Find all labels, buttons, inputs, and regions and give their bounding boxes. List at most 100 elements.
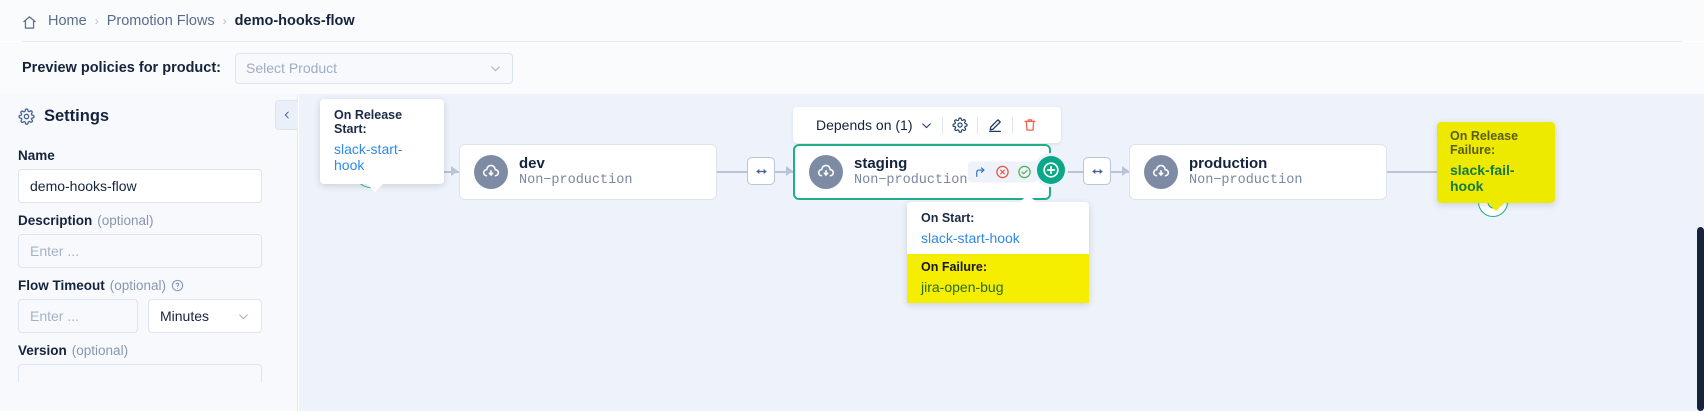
field-description-optional: (optional): [97, 213, 154, 228]
env-node-staging-text: staging Non−production: [854, 155, 967, 188]
chevron-down-icon: [921, 122, 931, 128]
breadcrumb-separator: ›: [94, 13, 99, 28]
settings-title: Settings: [44, 106, 110, 125]
node-toolbar-staging[interactable]: Depends on (1): [793, 107, 1061, 143]
edge-staging-production: [1051, 171, 1083, 173]
name-input[interactable]: demo-hooks-flow: [18, 169, 262, 203]
flow-canvas[interactable]: On Release Start: slack-start-hook dev N…: [299, 94, 1704, 411]
product-select[interactable]: Select Product: [235, 52, 514, 84]
description-input[interactable]: Enter ...: [18, 234, 262, 268]
flow-timeout-unit-value: Minutes: [160, 308, 210, 324]
toolbar-divider: [976, 116, 978, 134]
staging-inline-actions: [968, 161, 1037, 183]
field-version-label: Version (optional): [18, 343, 279, 358]
tooltip-staging-failure-row: On Failure: jira-open-bug: [907, 254, 1089, 303]
field-flow-timeout: Flow Timeout (optional) Enter ... Minute…: [18, 278, 279, 333]
cloud-download-icon: [809, 155, 843, 189]
breadcrumb-divider: [22, 41, 1682, 42]
depends-on-button[interactable]: Depends on (1): [807, 107, 942, 143]
field-flow-timeout-label: Flow Timeout (optional): [18, 278, 279, 293]
env-node-name: dev: [519, 155, 545, 173]
canvas-vertical-scrollbar[interactable]: [1697, 227, 1704, 411]
gear-icon: [18, 107, 35, 125]
field-version-optional: (optional): [71, 343, 129, 358]
chevron-down-icon: [489, 62, 502, 75]
edge-staging-production-2: [1111, 171, 1129, 173]
depends-on-label: Depends on (1): [816, 117, 913, 133]
chevron-left-icon: [284, 111, 289, 119]
field-name: Name demo-hooks-flow: [18, 148, 279, 203]
edge-arrow: [451, 166, 458, 176]
env-node-name: staging: [854, 155, 908, 173]
arrow-turn-right-icon[interactable]: [973, 165, 988, 180]
node-settings-button[interactable]: [943, 107, 977, 143]
version-input[interactable]: [18, 364, 262, 382]
add-node-button[interactable]: [1037, 156, 1065, 184]
settings-header: Settings: [18, 94, 279, 138]
field-description: Description (optional) Enter ...: [18, 213, 279, 268]
env-node-dev[interactable]: dev Non−production: [459, 144, 717, 200]
help-circle-icon[interactable]: [171, 279, 184, 292]
link-icon: [756, 168, 766, 174]
field-version: Version (optional): [18, 343, 279, 382]
preview-policies-row: Preview policies for product: Select Pro…: [0, 42, 1704, 94]
tooltip-release-failure-label: On Release Failure:: [1450, 129, 1519, 157]
tooltip-staging-failure-label: On Failure:: [921, 260, 987, 274]
node-edit-button[interactable]: [978, 107, 1012, 143]
tooltip-arrow: [1487, 202, 1505, 211]
cloud-download-icon: [474, 155, 508, 189]
tooltip-staging-start-label: On Start:: [921, 211, 975, 225]
breadcrumb-current: demo-hooks-flow: [234, 12, 355, 29]
env-node-type: Non−production: [854, 172, 968, 188]
flow-timeout-unit-select[interactable]: Minutes: [148, 299, 262, 333]
link-icon: [1092, 168, 1102, 174]
env-node-dev-text: dev Non−production: [519, 155, 632, 188]
field-flow-timeout-optional: (optional): [109, 278, 167, 293]
chevron-down-icon: [237, 310, 250, 323]
connector-staging-production[interactable]: [1083, 157, 1111, 185]
tooltip-release-start: On Release Start: slack-start-hook: [320, 99, 444, 192]
env-node-production[interactable]: production Non−production: [1129, 144, 1387, 200]
preview-label: Preview policies for product:: [22, 60, 222, 76]
tooltip-release-failure: On Release Failure: slack-fail-hook: [1437, 122, 1555, 211]
tooltip-release-failure-hook[interactable]: slack-fail-hook: [1450, 162, 1515, 194]
home-icon[interactable]: [22, 15, 37, 30]
tooltip-release-start-hook[interactable]: slack-start-hook: [334, 141, 403, 173]
breadcrumb-home[interactable]: Home: [48, 12, 87, 29]
field-flow-timeout-text: Flow Timeout: [18, 278, 105, 293]
gear-icon: [952, 117, 968, 133]
env-node-name: production: [1189, 155, 1268, 173]
tooltip-staging-failure-hook[interactable]: jira-open-bug: [921, 279, 1004, 295]
breadcrumb: Home › Promotion Flows › demo-hooks-flow: [0, 0, 1704, 41]
x-circle-icon[interactable]: [995, 165, 1010, 180]
field-name-label: Name: [18, 148, 55, 163]
env-node-staging[interactable]: staging Non−production: [793, 144, 1051, 200]
node-delete-button[interactable]: [1013, 107, 1047, 143]
breadcrumb-separator: ›: [222, 13, 227, 28]
settings-sidebar: Settings Name demo-hooks-flow Descriptio…: [0, 94, 298, 411]
edge-arrow: [786, 166, 793, 176]
trash-icon: [1023, 119, 1036, 131]
env-node-type: Non−production: [1189, 172, 1303, 188]
breadcrumb-promotion-flows[interactable]: Promotion Flows: [106, 12, 215, 29]
field-version-text: Version: [18, 343, 67, 358]
tooltip-arrow: [366, 183, 384, 192]
check-circle-icon[interactable]: [1017, 165, 1032, 180]
edge-arrow: [1122, 166, 1129, 176]
connector-dev-staging[interactable]: [747, 157, 775, 185]
cloud-download-icon: [1144, 155, 1178, 189]
flow-timeout-input[interactable]: Enter ...: [18, 299, 138, 333]
tooltip-release-start-label: On Release Start:: [334, 108, 403, 136]
toolbar-divider: [941, 116, 943, 134]
edge-dev-staging: [717, 171, 747, 173]
field-description-text: Description: [18, 213, 93, 228]
env-node-production-text: production Non−production: [1189, 155, 1302, 188]
tooltip-arrow: [1019, 194, 1037, 203]
flow-timeout-row: Enter ... Minutes: [18, 299, 279, 333]
tooltip-staging-start-hook[interactable]: slack-start-hook: [921, 230, 1020, 246]
sidebar-collapse-button[interactable]: [275, 100, 298, 130]
plus-icon: [1043, 162, 1059, 178]
edge-dev-staging-2: [775, 171, 793, 173]
pencil-icon: [988, 119, 1001, 132]
